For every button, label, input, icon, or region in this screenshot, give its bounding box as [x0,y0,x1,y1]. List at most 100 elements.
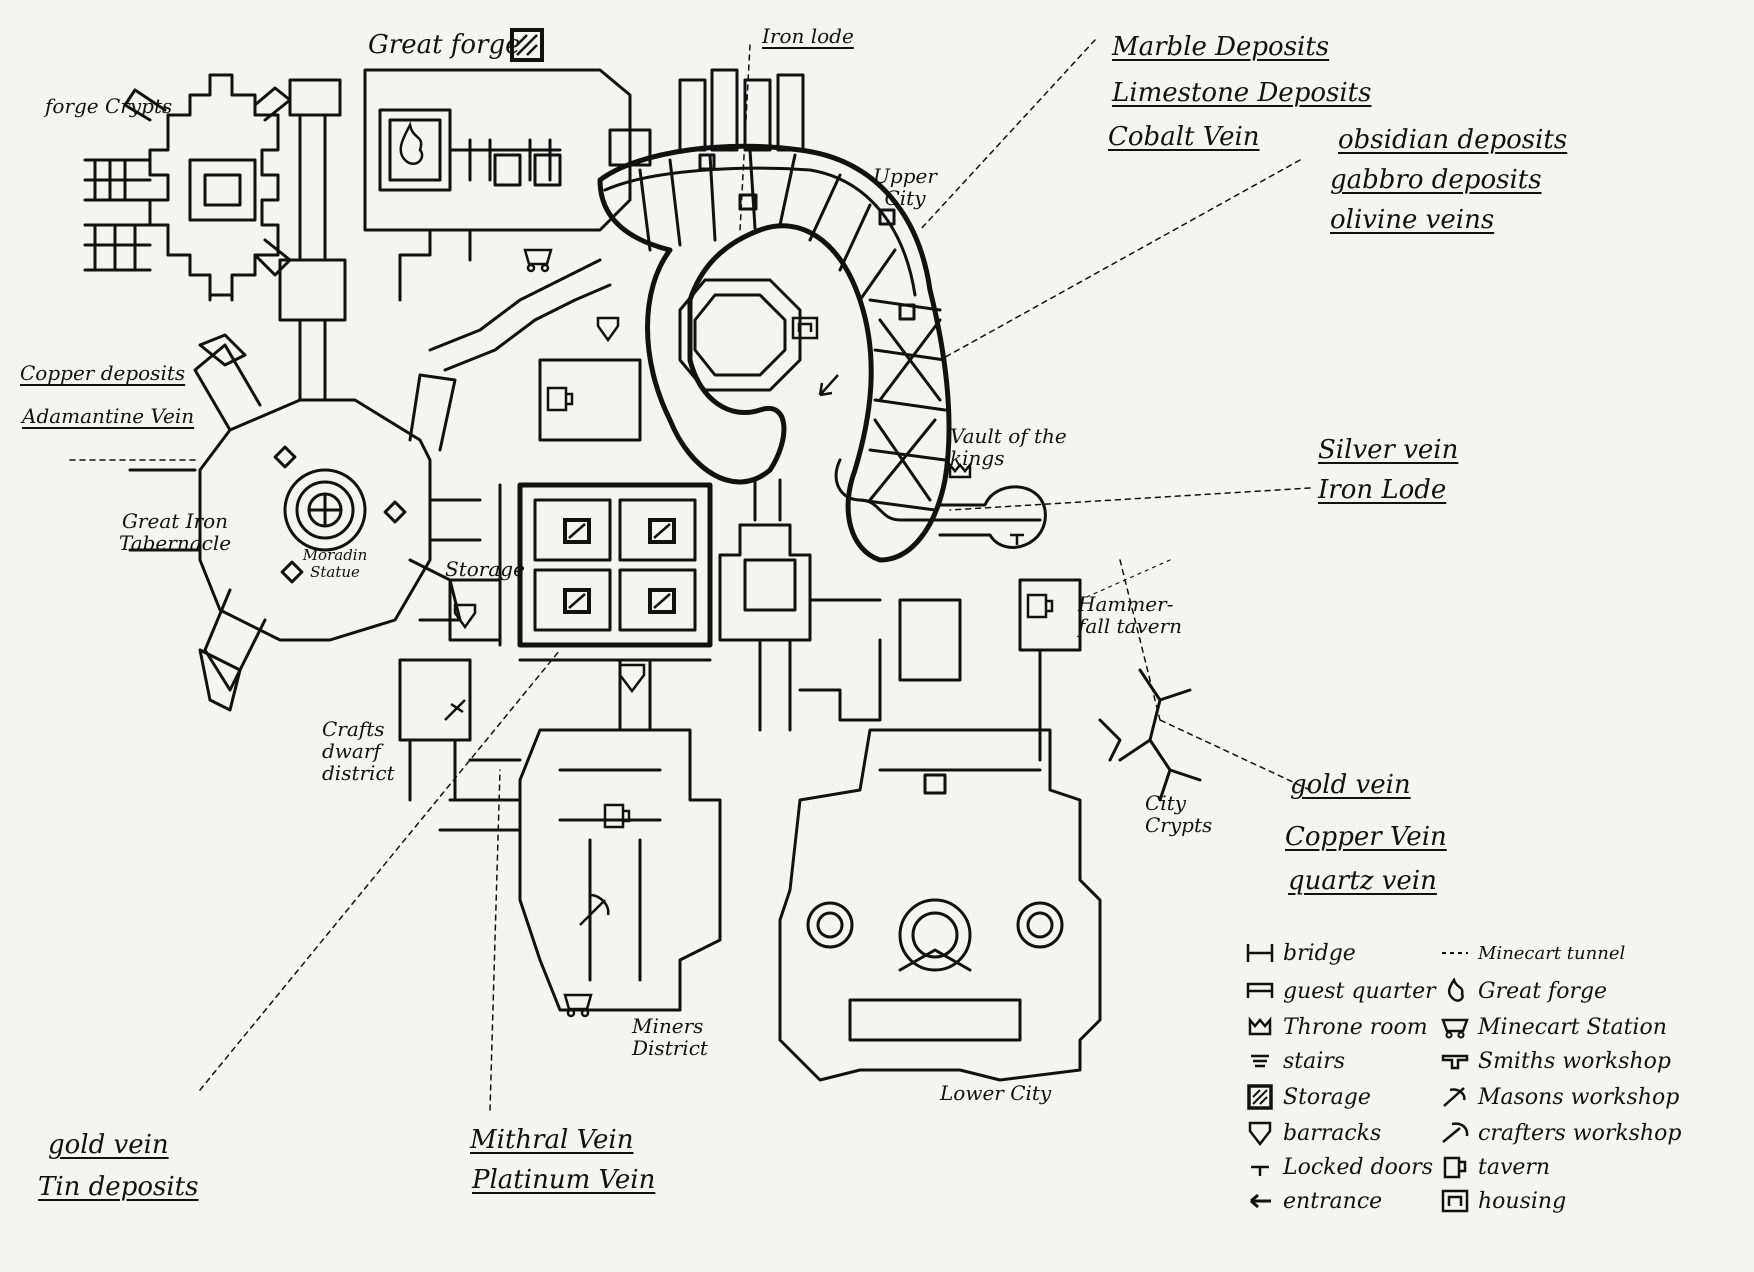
bridge-icon [1246,944,1274,962]
forge-icon [1447,978,1464,1002]
minecart-station-icon [523,248,553,273]
entrance-arrow-icon [818,374,839,397]
housing-icon [1441,1189,1469,1213]
legend-locked-doors-label: Locked doors [1283,1154,1433,1180]
housing-icon [791,316,819,340]
legend-entrance-label: entrance [1283,1188,1383,1214]
legend-throne-room-label: Throne room [1283,1014,1428,1040]
locked-door-icon [1251,1165,1269,1176]
minecart-tunnels [69,39,1311,1111]
iron-lode-houses [608,68,805,167]
label-storage: Storage [445,557,525,581]
label-hammerfall-tavern: Hammer-fall tavern [1078,592,1183,638]
label-moradin-statue: Moradin Statue [302,546,368,581]
east-district [798,578,1082,762]
legend-stairs-label: stairs [1283,1048,1346,1074]
label-iron-lode-top: Iron lode [762,24,854,48]
label-city-crypts: City Crypts [1145,791,1213,837]
legend-housing: housing [1440,1188,1566,1214]
legend-storage-label: Storage [1283,1084,1371,1110]
label-cobalt-vein: Cobalt Vein [1108,122,1260,152]
legend-tavern: tavern [1440,1154,1550,1180]
legend-minecart-tunnel-label: Minecart tunnel [1478,942,1626,964]
legend-minecart-tunnel: Minecart tunnel [1440,940,1625,966]
legend-smiths-workshop: Smiths workshop [1440,1048,1671,1074]
legend-masons-workshop-label: Masons workshop [1478,1084,1680,1110]
label-crafts-dwarf-district: Crafts dwarf district [322,717,395,785]
label-marble-deposits: Marble Deposits [1112,32,1330,62]
legend-barracks: barracks [1245,1120,1381,1146]
label-quartz-vein: quartz vein [1288,866,1437,896]
label-gabbro-deposits: gabbro deposits [1330,165,1542,195]
stairs-icon [1251,1054,1269,1068]
forge-crypts-area [83,73,347,402]
label-olivine-veins: olivine veins [1330,205,1495,235]
label-great-forge: Great forge [368,30,521,60]
label-upper-city: Upper City [873,164,937,210]
legend-housing-label: housing [1478,1188,1567,1214]
masons-workshop-icon [444,699,466,721]
crafters-workshop-icon [579,893,610,926]
label-limestone-deposits: Limestone Deposits [1112,78,1372,108]
legend-throne-room: Throne room [1245,1014,1428,1040]
label-silver-vein: Silver vein [1318,435,1459,465]
legend-crafters-workshop: crafters workshop [1440,1120,1681,1146]
legend-barracks-label: barracks [1283,1120,1382,1146]
locked-door-icon [1010,533,1024,545]
throne-room-icon [1248,1016,1272,1036]
legend-stairs: stairs [1245,1048,1345,1074]
label-tin-deposits: Tin deposits [38,1172,199,1202]
label-platinum-vein: Platinum Vein [472,1165,656,1195]
label-forge-crypts: forge Crypts [45,94,173,118]
storage-block [498,482,713,662]
label-iron-lode-right: Iron Lode [1318,475,1447,505]
label-obsidian-deposits: obsidian deposits [1338,125,1568,155]
legend-masons-workshop: Masons workshop [1440,1084,1679,1110]
label-great-iron-tabernacle: Great Iron Tabernacle [118,509,232,555]
label-vault-of-the-kings: Vault of the kings [950,424,1067,470]
forge-icon [399,121,424,166]
masons-workshop-icon [1443,1087,1466,1107]
legend: bridge Minecart tunnel guest quarter Gre… [1245,940,1715,1240]
label-copper-deposits: Copper deposits [20,361,186,385]
legend-minecart-station-label: Minecart Station [1478,1014,1667,1040]
tavern-icon [1443,1156,1467,1179]
smiths-workshop-icon [1441,1054,1469,1070]
storage-icon [648,518,676,544]
great-forge-hall [363,68,632,302]
label-adamantine-vein: Adamantine Vein [22,404,195,428]
storage-icon [1247,1084,1273,1110]
tavern-icon [1026,593,1054,619]
label-lower-city: Lower City [940,1081,1052,1105]
minecart-station-icon [563,993,593,1018]
storage-icon [563,588,591,614]
miners-district [438,728,722,1012]
storage-icon [563,518,591,544]
legend-guest-quarter: guest quarter [1245,978,1436,1004]
tavern-icon [546,386,574,412]
legend-great-forge: Great forge [1440,978,1607,1004]
legend-great-forge-label: Great forge [1478,978,1608,1004]
barracks-icon [1248,1121,1272,1146]
legend-tavern-label: tavern [1478,1154,1551,1180]
tavern-icon [603,803,631,829]
label-gold-vein-left: gold vein [48,1130,169,1160]
barracks-icon [618,663,646,694]
storage-icon [510,28,544,62]
upper-city [597,143,982,563]
legend-guest-quarter-label: guest quarter [1283,978,1436,1004]
barracks-icon [453,603,477,630]
legend-locked-doors: Locked doors [1245,1154,1433,1180]
great-iron-tabernacle [128,333,482,712]
entrance-arrow-icon [1250,1193,1271,1209]
label-copper-vein: Copper Vein [1285,822,1447,852]
legend-storage: Storage [1245,1084,1371,1110]
legend-crafters-workshop-label: crafters workshop [1478,1120,1682,1146]
storage-icon [648,588,676,614]
legend-smiths-workshop-label: Smiths workshop [1478,1048,1671,1074]
crafts-district [398,578,502,802]
central-forge-room [718,478,812,642]
crafters-workshop-icon [1442,1122,1469,1143]
minecart-station-icon [1441,1018,1469,1039]
